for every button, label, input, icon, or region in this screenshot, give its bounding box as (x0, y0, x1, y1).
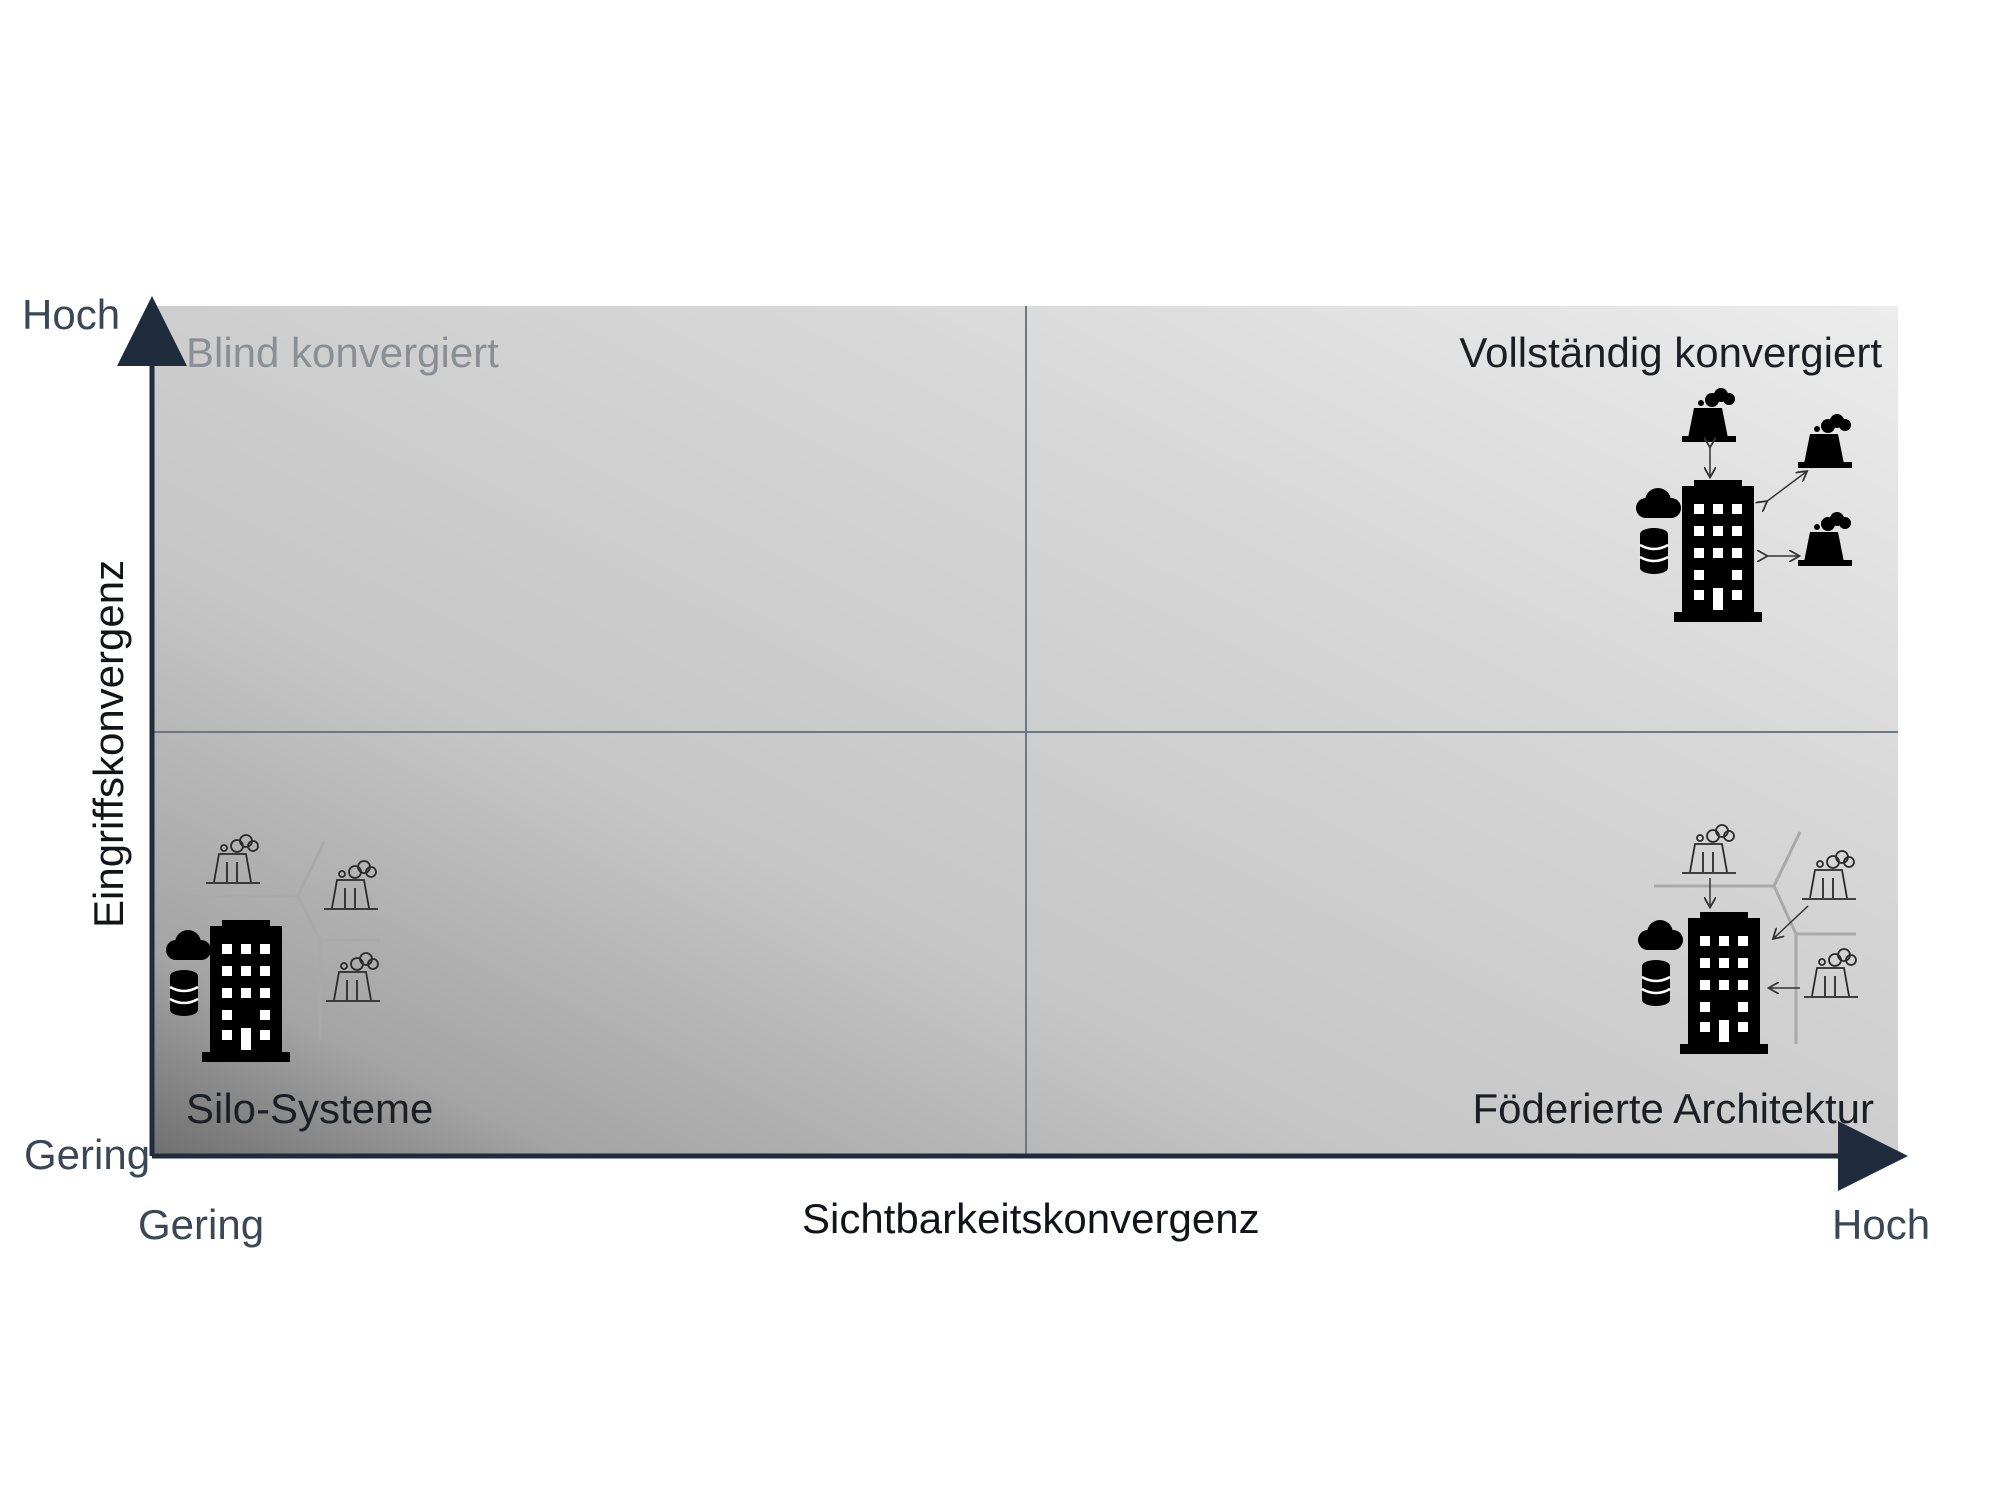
y-axis-title: Eingriffskonvergenz (85, 559, 132, 928)
x-axis-title: Sichtbarkeitskonvergenz (802, 1195, 1260, 1242)
quadrant-label-federated-architecture: Föderierte Architektur (1472, 1085, 1874, 1132)
silo-systems-illustration (166, 834, 381, 1062)
y-axis-low-label: Gering (24, 1131, 151, 1178)
separator-lines (180, 841, 380, 1040)
arrow-icon (1710, 878, 1809, 988)
federated-architecture-illustration (1638, 824, 1859, 1054)
separator-lines (1654, 831, 1856, 1044)
x-axis-low-label: Gering (138, 1201, 265, 1248)
database-icon (168, 968, 200, 1018)
database-icon (1640, 958, 1672, 1008)
quadrant-label-fully-converged: Vollständig konvergiert (1459, 329, 1882, 376)
fully-converged-illustration (1636, 388, 1852, 622)
office-building-icon (1674, 480, 1762, 622)
quadrant-label-silo-systems: Silo-Systeme (186, 1085, 434, 1132)
y-axis-high-label: Hoch (22, 291, 121, 338)
office-building-icon (202, 920, 290, 1062)
x-axis-high-label: Hoch (1832, 1201, 1931, 1248)
bidirectional-arrow-icon (1710, 446, 1806, 556)
database-icon (1638, 526, 1670, 576)
quadrant-label-blind-converged: Blind konvergiert (186, 329, 499, 376)
office-building-icon (1680, 912, 1768, 1054)
